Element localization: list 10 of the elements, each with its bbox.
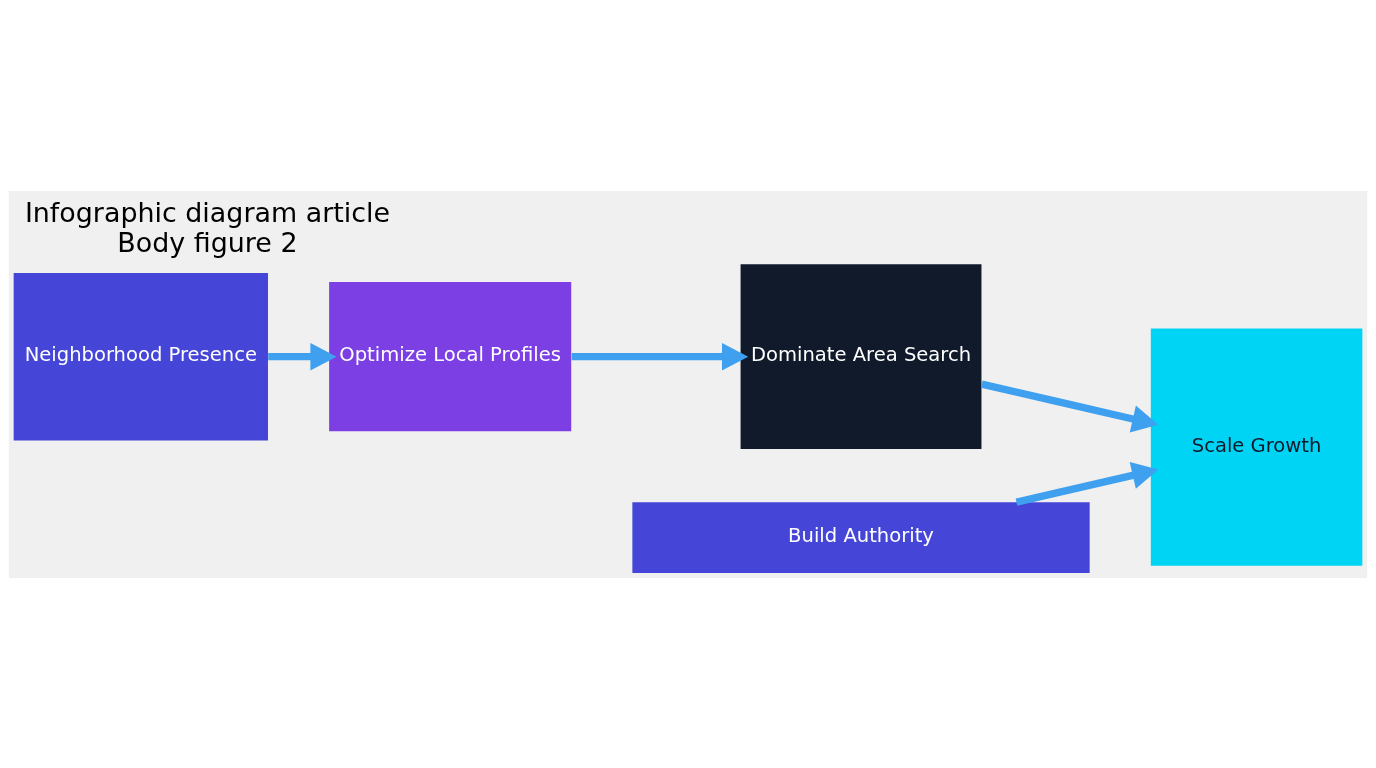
node-box: Neighborhood Presence (13, 272, 268, 440)
arrow (268, 342, 337, 370)
arrow (571, 342, 749, 370)
node-box: Scale Growth (1150, 328, 1363, 566)
node-box: Dominate Area Search (740, 263, 982, 449)
node-box: Build Authority (632, 501, 1090, 573)
arrow (1015, 461, 1159, 506)
node-box: Optimize Local Profiles (329, 281, 572, 431)
arrow (980, 380, 1159, 432)
diagram-title: Infographic diagram article (24, 196, 391, 228)
